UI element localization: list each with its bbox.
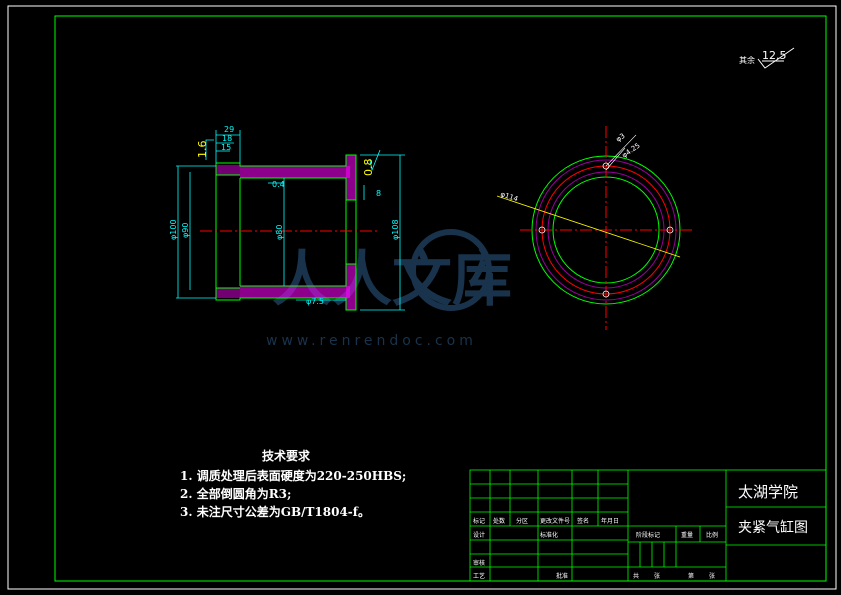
tech-requirements-title: 技术要求 — [262, 449, 311, 463]
hdr-sign: 签名 — [577, 518, 590, 525]
hdr-mark: 标记 — [473, 518, 486, 525]
ra-1-6: 1.6 — [196, 141, 209, 159]
label-process: 工艺 — [473, 573, 486, 580]
hdr-change-doc: 更改文件号 — [540, 518, 571, 525]
watermark-url: www.renrendoc.com — [266, 333, 477, 349]
label-page: 第 — [688, 573, 695, 580]
tech-requirement-1: 1. 调质处理后表面硬度为220-250HBS; — [180, 469, 407, 483]
dim-phi80: φ80 — [275, 225, 284, 240]
end-view: φ3 φ4.25 φ114 — [496, 126, 692, 330]
dim-phi108: φ108 — [391, 219, 400, 240]
roughness-prefix: 其余 — [739, 55, 755, 65]
label-total: 共 — [633, 573, 640, 580]
hdr-count: 处数 — [493, 518, 506, 525]
watermark: 人人文库 www.renrendoc.com — [266, 229, 512, 349]
outer-border — [7, 5, 837, 590]
label-sheet-2: 张 — [709, 573, 716, 580]
surface-roughness-symbol: 其余 12.5 — [739, 47, 795, 69]
label-approve: 批准 — [556, 573, 569, 580]
ra-0-8: 0.8 — [362, 159, 375, 177]
dim-phi3: φ3 — [615, 132, 627, 144]
drawing-name: 夹紧气缸图 — [738, 520, 808, 536]
school-name: 太湖学院 — [738, 483, 799, 501]
label-sheets: 张 — [654, 573, 661, 580]
dim-18: 18 — [222, 134, 232, 143]
dim-phi90: φ90 — [181, 223, 190, 238]
roughness-value: 12.5 — [762, 49, 787, 62]
label-scale: 比例 — [706, 532, 719, 539]
dim-29: 29 — [224, 125, 234, 134]
dim-phi114: φ114 — [499, 190, 519, 203]
dim-phi100: φ100 — [169, 219, 178, 240]
label-design: 设计 — [473, 532, 486, 539]
dim-r04: 0.4 — [272, 180, 285, 189]
hdr-date: 年月日 — [601, 518, 620, 525]
dim-8: 8 — [376, 189, 381, 198]
watermark-text: 人人文库 — [272, 245, 512, 315]
inner-border — [54, 15, 827, 582]
label-stage-mark: 阶段标记 — [636, 532, 661, 539]
tech-requirement-2: 2. 全部倒圆角为R3; — [180, 487, 292, 501]
dim-phi75: φ7.5 — [306, 297, 324, 306]
label-weight: 重量 — [681, 532, 694, 539]
label-standardize: 标准化 — [540, 532, 559, 539]
hdr-zone: 分区 — [516, 518, 529, 525]
dim-phi425: φ4.25 — [621, 141, 642, 159]
title-block — [469, 469, 827, 582]
dim-15: 15 — [221, 143, 231, 152]
tech-requirement-3: 3. 未注尺寸公差为GB/T1804-f。 — [180, 505, 370, 519]
section-view: 29 18 15 0.4 φ7.5 8 φ100 φ90 φ80 φ108 1.… — [169, 125, 405, 311]
label-review: 审核 — [473, 560, 486, 567]
